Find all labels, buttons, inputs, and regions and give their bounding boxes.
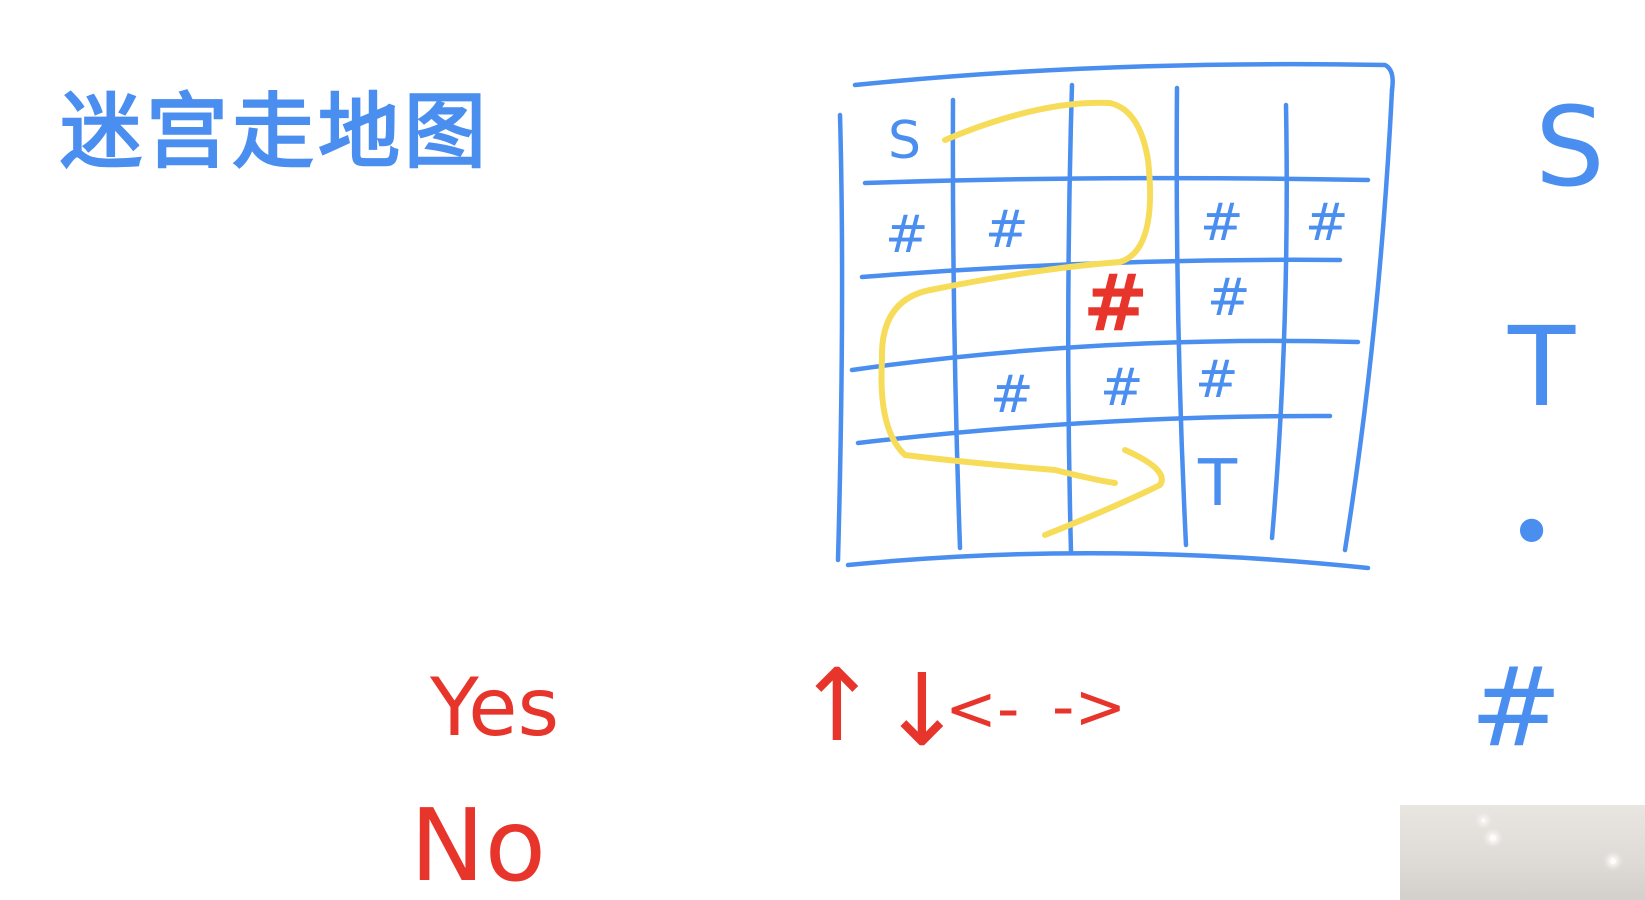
direction-down: ↓ xyxy=(880,652,964,769)
grid-border-left xyxy=(835,112,845,563)
grid-border-bottom xyxy=(845,550,1371,571)
title: 迷宫走地图 xyxy=(60,84,490,180)
cell-wall: # xyxy=(885,205,929,265)
legend-open: • xyxy=(1508,486,1555,579)
maze-cells: S # # # # # # # # # T xyxy=(885,111,1349,521)
cell-wall: # xyxy=(1100,358,1144,418)
cell-wall: # xyxy=(985,200,1029,260)
grid-vline-1 xyxy=(950,97,963,551)
direction-right: -> xyxy=(1052,670,1126,743)
answer-no: No xyxy=(410,787,546,900)
legend-start: S xyxy=(1535,83,1605,211)
maze-path xyxy=(878,99,1165,538)
grid-border-top xyxy=(852,61,1395,93)
ceiling-light xyxy=(1490,835,1496,841)
directions: ↑ ↓ <- -> xyxy=(795,647,1126,769)
legend-wall: # xyxy=(1470,643,1562,771)
grid-vline-2 xyxy=(1065,82,1075,555)
cell-wall: # xyxy=(1195,350,1239,410)
cell-wall: # xyxy=(1200,193,1244,253)
grid-vline-4 xyxy=(1269,102,1289,541)
cell-start: S xyxy=(888,111,921,171)
answer-yes: Yes xyxy=(429,661,559,754)
grid-hline-1 xyxy=(862,175,1371,186)
grid-hline-4 xyxy=(855,413,1333,446)
grid-vline-3 xyxy=(1174,85,1189,548)
direction-up: ↑ xyxy=(795,647,879,764)
grid-hline-3 xyxy=(849,338,1361,373)
cell-target: T xyxy=(1197,447,1238,521)
cell-wall: # xyxy=(1207,268,1251,328)
legend-target: T xyxy=(1507,303,1576,431)
grid-border-right xyxy=(1342,87,1395,553)
legend: S T • # xyxy=(1470,83,1605,771)
cell-wall: # xyxy=(990,365,1034,425)
ceiling-light xyxy=(1610,858,1616,864)
camera-overlay xyxy=(1400,805,1645,900)
direction-left: <- xyxy=(945,672,1019,745)
ceiling-light xyxy=(1482,819,1485,822)
cell-wall-highlighted: # xyxy=(1083,259,1148,349)
cell-wall: # xyxy=(1305,193,1349,253)
